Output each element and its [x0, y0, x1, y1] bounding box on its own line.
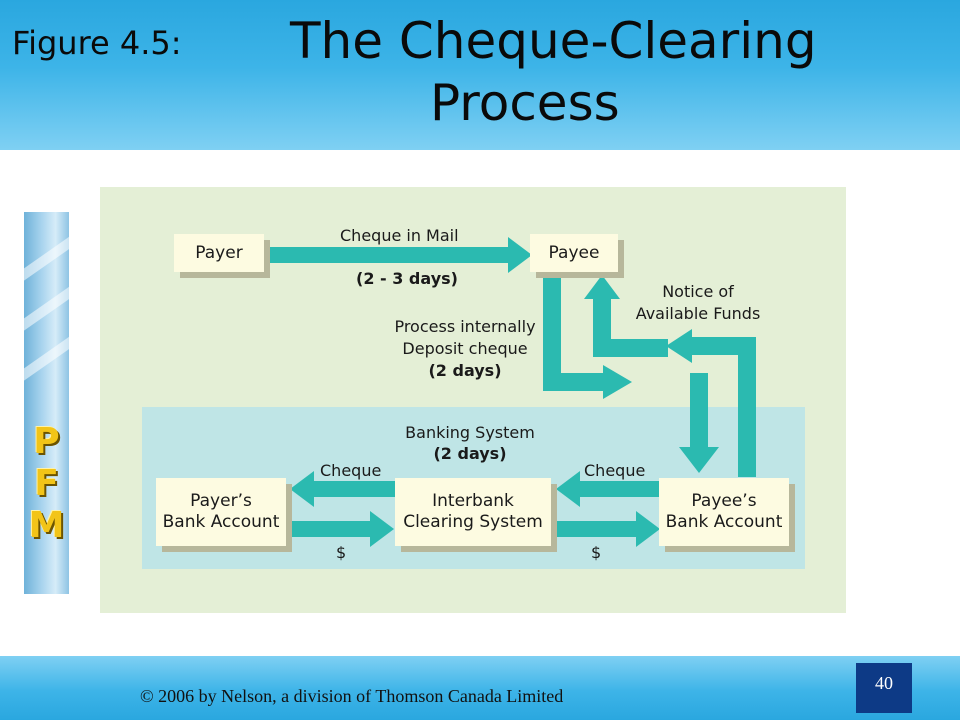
arrow-to-payees-bank-head — [679, 447, 719, 473]
logo-letter-p: P — [33, 421, 60, 462]
payer-box: Payer — [174, 234, 264, 272]
arrow-cheque-left-head — [290, 471, 314, 507]
slide-title-line1: The Cheque-Clearing — [290, 12, 817, 70]
copyright-text: © 2006 by Nelson, a division of Thomson … — [140, 686, 564, 706]
interbank-line2: Clearing System — [403, 512, 543, 532]
payees-bank-line1: Payee’s — [691, 491, 757, 511]
cheque-right-label: Cheque — [584, 461, 646, 480]
arrow-dollar-left-head — [370, 511, 394, 547]
interbank-label: Interbank Clearing System — [403, 491, 543, 533]
payees-bank-line2: Bank Account — [665, 512, 783, 532]
arrow-notice-up-head — [584, 275, 620, 299]
pfm-logo-strip: P F M — [24, 212, 69, 594]
arrow-notice-vertical — [738, 337, 756, 477]
arrow-deposit-vertical — [543, 273, 561, 391]
cheque-clearing-diagram: Payer Payee Payer’s Bank Account Interba… — [100, 187, 846, 613]
process-internally-label: Process internally — [394, 317, 536, 336]
deposit-cheque-label: Deposit cheque — [402, 339, 528, 358]
arrow-cheque-right-head — [556, 471, 580, 507]
decor-stripe — [24, 327, 69, 387]
arrow-cheque-in-mail — [267, 247, 510, 263]
page-number: 40 — [856, 663, 912, 713]
slide-footer: © 2006 by Nelson, a division of Thomson … — [0, 656, 960, 720]
arrow-deposit-head — [603, 365, 632, 399]
arrow-to-payees-bank — [690, 373, 708, 449]
arrow-dollar-right-head — [636, 511, 660, 547]
payee-label: Payee — [548, 242, 600, 263]
dollar-left-label: $ — [336, 543, 347, 562]
banking-system-label: Banking System — [405, 423, 535, 442]
mail-days-label: (2 - 3 days) — [356, 269, 458, 288]
arrow-deposit-horizontal — [543, 373, 603, 391]
dollar-right-label: $ — [591, 543, 602, 562]
figure-label: Figure 4.5: — [12, 24, 182, 62]
arrow-cheque-to-payers-bank — [312, 481, 396, 497]
arrow-dollar-to-payees-bank — [556, 521, 638, 537]
deposit-days-label: (2 days) — [428, 361, 502, 380]
slide-header: Figure 4.5: The Cheque-Clearing Process — [0, 0, 960, 150]
payers-bank-box: Payer’s Bank Account — [156, 478, 286, 546]
payee-box: Payee — [530, 234, 618, 272]
interbank-line1: Interbank — [432, 491, 514, 511]
cheque-left-label: Cheque — [320, 461, 382, 480]
payers-bank-line2: Bank Account — [162, 512, 280, 532]
decor-stripe — [24, 277, 69, 337]
payees-bank-box: Payee’s Bank Account — [659, 478, 789, 546]
logo-letter-f: F — [34, 463, 59, 504]
notice-label-line1: Notice of — [662, 282, 734, 301]
arrow-notice-horizontal — [690, 337, 756, 355]
arrow-cheque-right-to-interbank — [578, 481, 660, 497]
payees-bank-label: Payee’s Bank Account — [666, 491, 783, 533]
slide-title-line2: Process — [430, 74, 620, 132]
logo-letter-m: M — [28, 505, 65, 546]
payers-bank-label: Payer’s Bank Account — [163, 491, 280, 533]
arrow-cheque-in-mail-head — [508, 237, 532, 273]
interbank-box: Interbank Clearing System — [395, 478, 551, 546]
arrow-dollar-to-interbank — [290, 521, 372, 537]
notice-label-line2: Available Funds — [635, 304, 761, 323]
arrow-notice-left-head — [666, 329, 692, 363]
slide-title: The Cheque-Clearing Process — [290, 10, 930, 134]
payer-label: Payer — [195, 242, 243, 263]
payers-bank-line1: Payer’s — [190, 491, 252, 511]
arrow-notice-join — [593, 339, 668, 357]
flow-arrows — [267, 237, 756, 547]
cheque-in-mail-label: Cheque in Mail — [340, 226, 459, 245]
decor-stripe — [24, 227, 69, 287]
banking-days-label: (2 days) — [433, 444, 507, 463]
